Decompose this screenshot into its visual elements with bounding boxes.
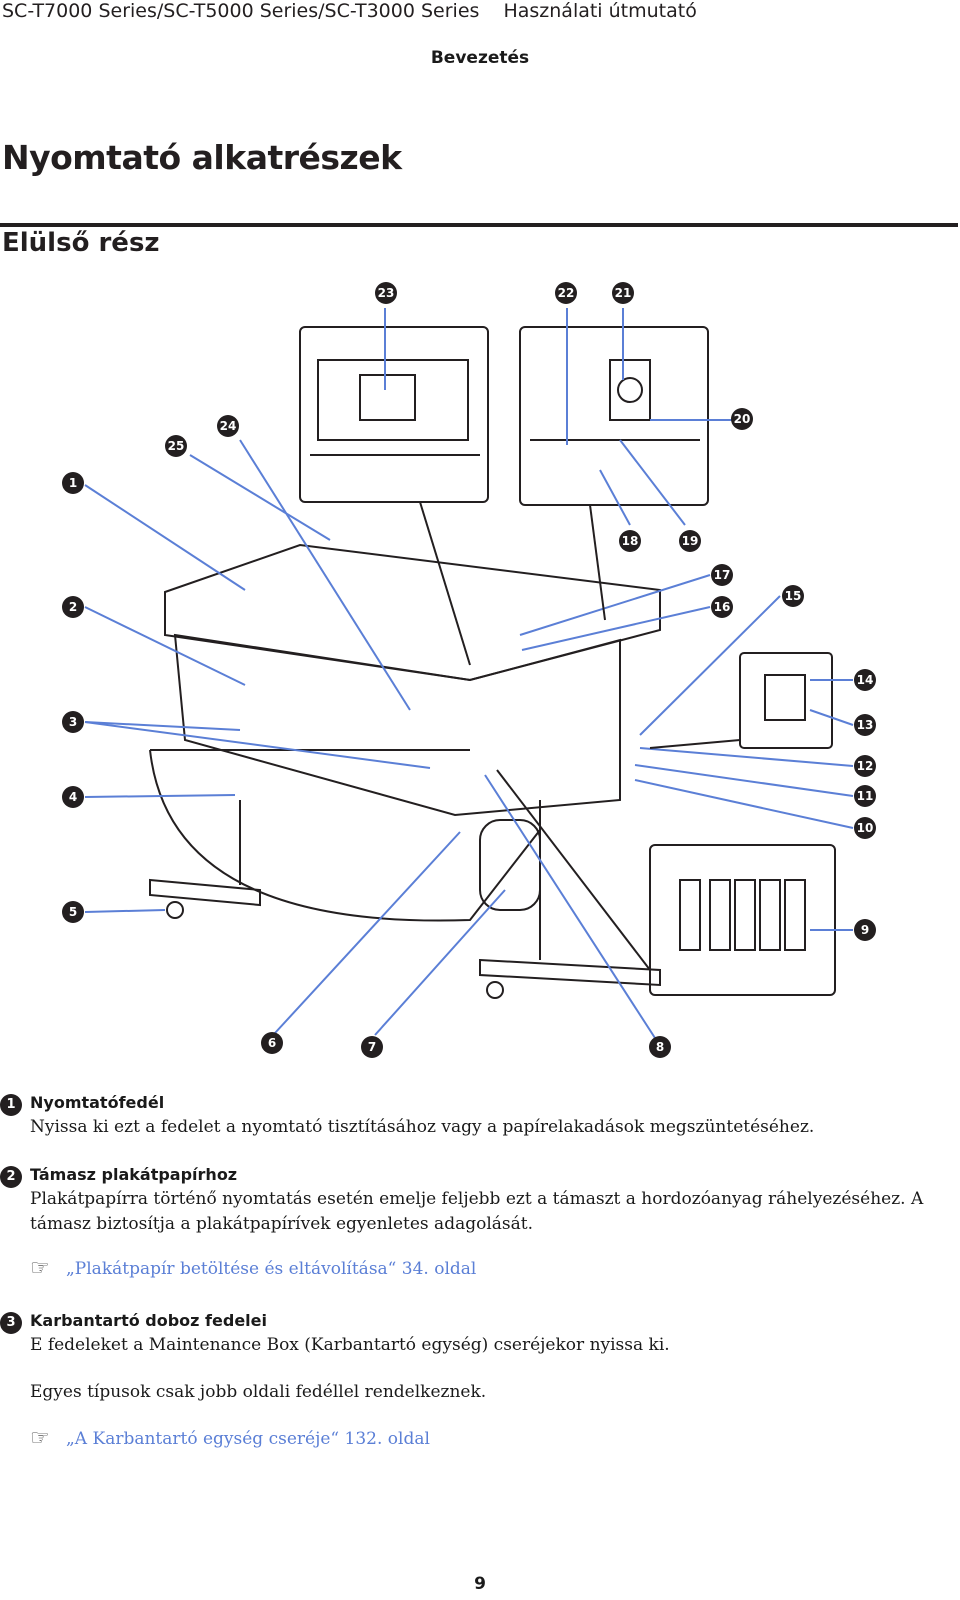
callout-19: 19	[679, 530, 701, 552]
detail-box-network	[739, 652, 833, 749]
svg-text:13: 13	[857, 718, 874, 732]
paper-basket	[149, 749, 541, 922]
running-header: SC-T7000 Series/SC-T5000 Series/SC-T3000…	[2, 0, 697, 22]
callout-5: 5	[62, 901, 84, 923]
callout-21: 21	[612, 282, 634, 304]
svg-text:16: 16	[714, 600, 731, 614]
svg-text:11: 11	[857, 789, 874, 803]
item-number: 2	[0, 1166, 22, 1188]
detail-box-top-right	[519, 326, 709, 506]
callout-14: 14	[854, 669, 876, 691]
callout-20: 20	[731, 408, 753, 430]
cross-reference-link[interactable]: „Plakátpapír betöltése és eltávolítása“ …	[66, 1259, 477, 1279]
callout-15: 15	[782, 585, 804, 607]
stand-foot-left	[149, 878, 261, 907]
item-number: 3	[0, 1312, 22, 1334]
svg-text:7: 7	[368, 1040, 376, 1054]
detail-box-top-left	[299, 326, 489, 503]
section-title: Bevezetés	[430, 48, 530, 68]
callout-22: 22	[555, 282, 577, 304]
callout-23: 23	[375, 282, 397, 304]
page-title: Nyomtató alkatrészek	[2, 138, 402, 177]
callout-9: 9	[854, 919, 876, 941]
page-subtitle: Elülső rész	[2, 228, 160, 258]
callout-11: 11	[854, 785, 876, 807]
item-text: Nyissa ki ezt a fedelet a nyomtató tiszt…	[30, 1117, 815, 1137]
pointing-hand-icon: ☞	[30, 1426, 50, 1451]
svg-text:12: 12	[857, 759, 874, 773]
item-title: Nyomtatófedél	[30, 1093, 165, 1112]
callout-4: 4	[62, 786, 84, 808]
callout-17: 17	[711, 564, 733, 586]
header-guide: Használati útmutató	[503, 0, 697, 22]
stand-foot-right	[479, 958, 661, 987]
callout-25: 25	[165, 435, 187, 457]
callout-6: 6	[261, 1032, 283, 1054]
svg-text:14: 14	[857, 673, 874, 687]
item-text: E fedeleket a Maintenance Box (Karbantar…	[30, 1335, 670, 1355]
callout-8: 8	[649, 1036, 671, 1058]
svg-text:10: 10	[857, 821, 874, 835]
printer-body	[173, 633, 621, 817]
printer-diagram: 1 2 3 4 5 6 7 8 9 10 11 12 13 14 15 16 1…	[62, 282, 876, 1058]
detail-box-ink	[649, 844, 836, 996]
svg-text:5: 5	[69, 905, 77, 919]
callout-24: 24	[217, 415, 239, 437]
item-title: Karbantartó doboz fedelei	[30, 1311, 267, 1330]
svg-text:6: 6	[268, 1036, 276, 1050]
svg-text:21: 21	[615, 286, 632, 300]
svg-text:22: 22	[558, 286, 575, 300]
header-series: SC-T7000 Series/SC-T5000 Series/SC-T3000…	[2, 0, 480, 22]
callout-7: 7	[361, 1036, 383, 1058]
svg-text:3: 3	[69, 715, 77, 729]
pointing-hand-icon: ☞	[30, 1256, 50, 1281]
callout-2: 2	[62, 596, 84, 618]
svg-text:19: 19	[682, 534, 699, 548]
svg-text:24: 24	[220, 419, 237, 433]
callout-12: 12	[854, 755, 876, 777]
svg-text:9: 9	[861, 923, 869, 937]
svg-text:8: 8	[656, 1040, 664, 1054]
callout-10: 10	[854, 817, 876, 839]
svg-text:17: 17	[714, 568, 731, 582]
cross-reference-link[interactable]: „A Karbantartó egység cseréje“ 132. olda…	[66, 1429, 430, 1449]
svg-text:20: 20	[734, 412, 751, 426]
page-number: 9	[474, 1574, 486, 1594]
callout-3: 3	[62, 711, 84, 733]
item-number: 1	[0, 1094, 22, 1116]
callout-13: 13	[854, 714, 876, 736]
title-rule	[0, 223, 958, 227]
svg-text:4: 4	[69, 790, 77, 804]
callout-18: 18	[619, 530, 641, 552]
svg-text:18: 18	[622, 534, 639, 548]
callout-16: 16	[711, 596, 733, 618]
svg-text:25: 25	[168, 439, 185, 453]
svg-text:2: 2	[69, 600, 77, 614]
printer-top	[164, 543, 661, 682]
callout-1: 1	[62, 472, 84, 494]
svg-text:23: 23	[378, 286, 395, 300]
svg-text:15: 15	[785, 589, 802, 603]
item-text: Plakátpapírra történő nyomtatás esetén e…	[30, 1189, 924, 1234]
item-title: Támasz plakátpapírhoz	[30, 1165, 238, 1184]
svg-text:1: 1	[69, 476, 77, 490]
